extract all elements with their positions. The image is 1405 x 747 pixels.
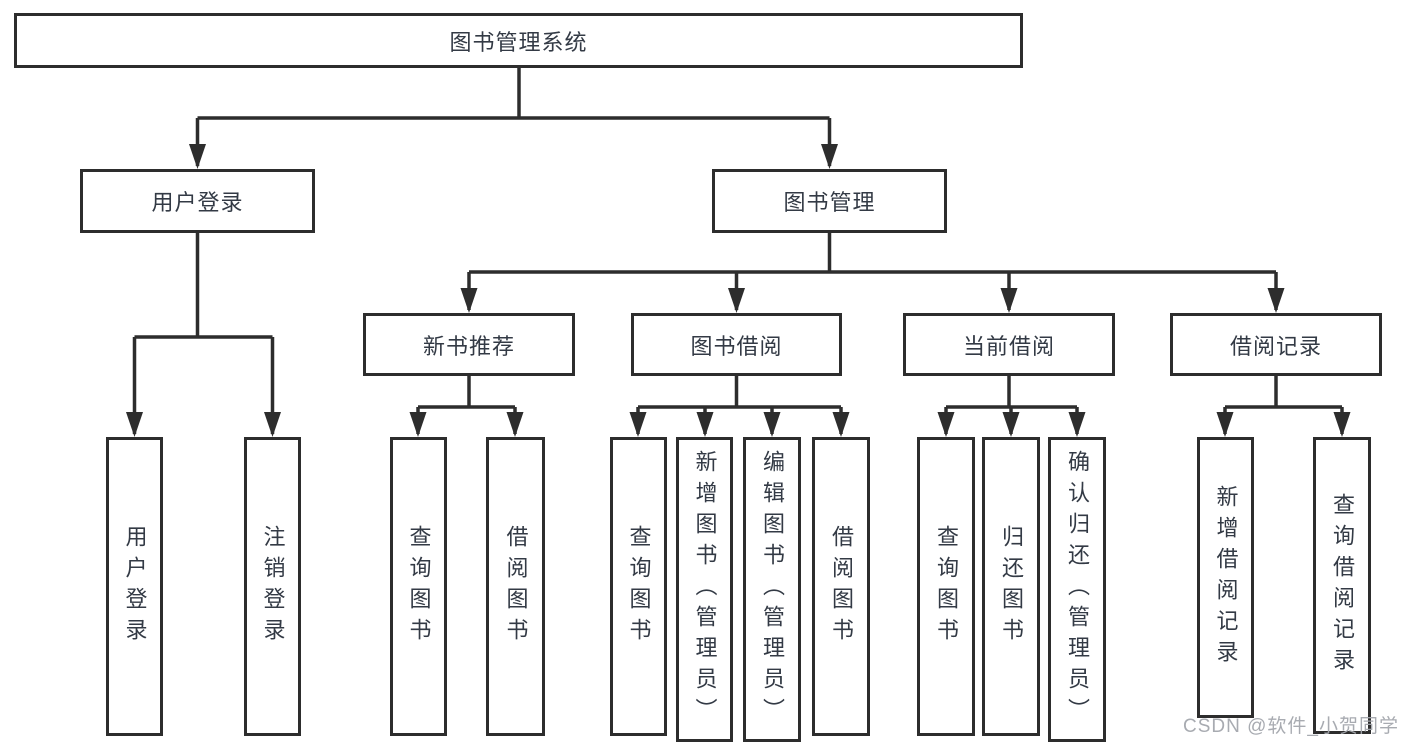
- leaf-logout: 注销登录: [244, 437, 301, 736]
- node-user-login: 用户登录: [80, 169, 315, 233]
- leaf-query-book-borrow: 查询图书: [610, 437, 667, 736]
- leaf-edit-book-admin: 编辑图书（管理员）: [743, 437, 801, 742]
- leaf-query-book-current: 查询图书: [917, 437, 975, 736]
- csdn-watermark: CSDN @软件_小贺同学: [1183, 716, 1399, 737]
- leaf-confirm-return-admin: 确认归还（管理员）: [1048, 437, 1106, 742]
- leaf-query-borrow-record: 查询借阅记录: [1313, 437, 1371, 734]
- node-borrow-records: 借阅记录: [1170, 313, 1382, 376]
- arrowheads: [126, 144, 1351, 437]
- node-book-borrow: 图书借阅: [631, 313, 842, 376]
- leaf-borrow-book: 借阅图书: [812, 437, 870, 736]
- leaf-return-book: 归还图书: [982, 437, 1040, 736]
- node-current-borrow: 当前借阅: [903, 313, 1115, 376]
- leaf-user-login: 用户登录: [106, 437, 163, 736]
- leaf-add-borrow-record: 新增借阅记录: [1197, 437, 1254, 718]
- leaf-add-book-admin: 新增图书（管理员）: [676, 437, 733, 742]
- node-root: 图书管理系统: [14, 13, 1023, 68]
- leaf-borrow-book-recommend: 借阅图书: [486, 437, 545, 736]
- leaf-query-book-recommend: 查询图书: [390, 437, 447, 736]
- node-book-management: 图书管理: [712, 169, 947, 233]
- node-new-book-recommend: 新书推荐: [363, 313, 575, 376]
